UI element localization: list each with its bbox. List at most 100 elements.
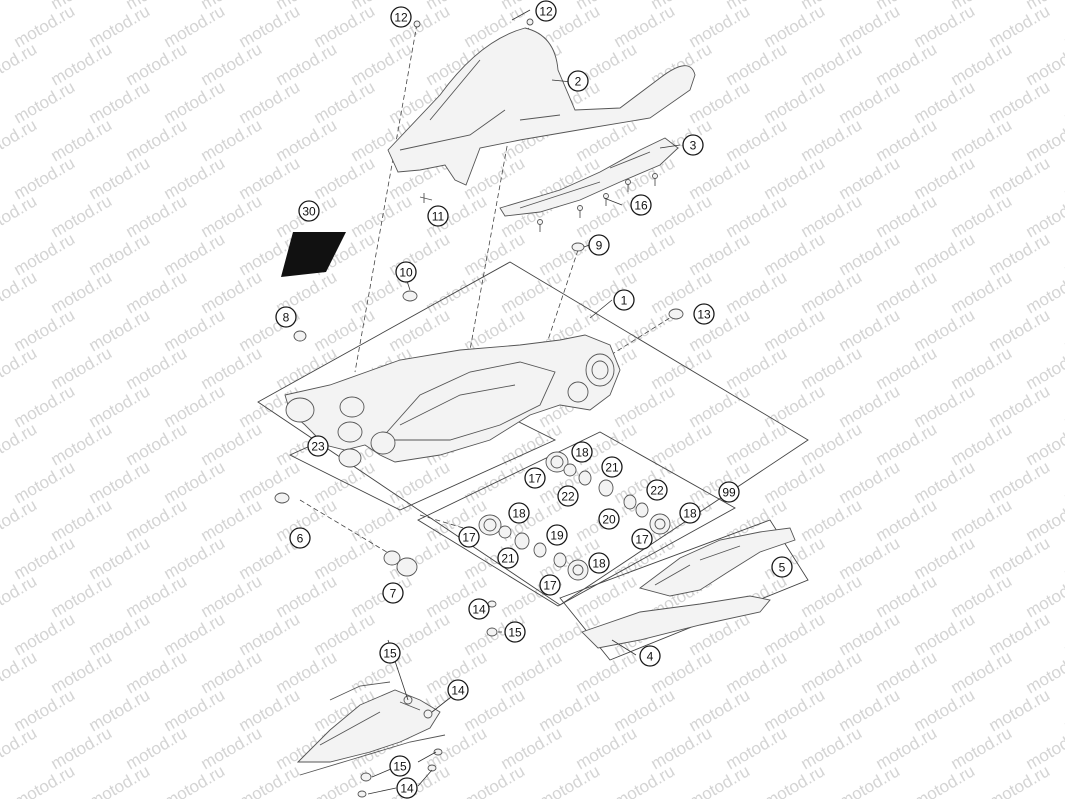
watermark-text: motod.ru bbox=[273, 39, 341, 89]
part-11-clip bbox=[419, 193, 433, 203]
watermark-text: motod.ru bbox=[873, 343, 941, 393]
watermark-text: motod.ru bbox=[1061, 305, 1065, 355]
callout-label: 22 bbox=[561, 490, 575, 504]
callout-c11: 11 bbox=[427, 205, 449, 227]
watermark-text: motod.ru bbox=[86, 761, 154, 799]
watermark-text: motod.ru bbox=[911, 305, 979, 355]
watermark-text: motod.ru bbox=[836, 153, 904, 203]
callout-c14c: 14 bbox=[396, 777, 418, 799]
watermark-text: motod.ru bbox=[198, 647, 266, 697]
watermark-text: motod.ru bbox=[86, 305, 154, 355]
callout-circle bbox=[395, 261, 417, 283]
watermark-text: motod.ru bbox=[48, 647, 116, 697]
callout-label: 1 bbox=[621, 294, 628, 308]
watermark-text: motod.ru bbox=[911, 381, 979, 431]
watermark-text: motod.ru bbox=[1061, 381, 1065, 431]
watermark-text: motod.ru bbox=[686, 229, 754, 279]
watermark-text: motod.ru bbox=[1061, 1, 1065, 51]
callout-circle bbox=[468, 598, 490, 620]
watermark-text: motod.ru bbox=[948, 419, 1016, 469]
watermark-text: motod.ru bbox=[686, 1, 754, 51]
watermark-text: motod.ru bbox=[236, 685, 304, 735]
watermark-text: motod.ru bbox=[348, 191, 416, 241]
watermark-text: motod.ru bbox=[948, 495, 1016, 545]
callout-c22b: 22 bbox=[646, 479, 668, 501]
watermark-text: motod.ru bbox=[0, 77, 3, 127]
watermark-text: motod.ru bbox=[0, 39, 40, 89]
watermark-text: motod.ru bbox=[948, 39, 1016, 89]
callout-c18b: 18 bbox=[508, 502, 530, 524]
watermark-text: motod.ru bbox=[198, 419, 266, 469]
callout-label: 22 bbox=[650, 484, 664, 498]
part-14-nut-b bbox=[423, 709, 433, 719]
watermark-text: motod.ru bbox=[11, 77, 79, 127]
callout-label: 2 bbox=[575, 75, 582, 89]
callout-label: 14 bbox=[472, 603, 486, 617]
watermark-text: motod.ru bbox=[911, 533, 979, 583]
watermark-text: motod.ru bbox=[161, 77, 229, 127]
callout-label: 99 bbox=[722, 486, 736, 500]
watermark-text: motod.ru bbox=[686, 457, 754, 507]
watermark-text: motod.ru bbox=[86, 1, 154, 51]
callout-circle bbox=[524, 467, 546, 489]
watermark-text: motod.ru bbox=[911, 685, 979, 735]
watermark-text: motod.ru bbox=[498, 723, 566, 773]
watermark-text: motod.ru bbox=[161, 1, 229, 51]
watermark-text: motod.ru bbox=[873, 419, 941, 469]
callout-c5: 5 bbox=[771, 556, 793, 578]
callout-c15b: 15 bbox=[379, 642, 401, 664]
part-1-swingarm bbox=[284, 334, 621, 463]
bearing-kit-box bbox=[417, 431, 736, 607]
watermark-text: motod.ru bbox=[11, 761, 79, 799]
callout-c15a: 15 bbox=[504, 621, 526, 643]
callout-label: 17 bbox=[543, 579, 557, 593]
watermark-text: motod.ru bbox=[648, 419, 716, 469]
callout-circle bbox=[389, 755, 411, 777]
watermark-text: motod.ru bbox=[573, 723, 641, 773]
part-14-nut-c bbox=[357, 790, 367, 798]
watermark-text: motod.ru bbox=[48, 723, 116, 773]
part-12-bolt-right bbox=[526, 18, 534, 26]
watermark-text: motod.ru bbox=[948, 267, 1016, 317]
callout-label: 6 bbox=[297, 532, 304, 546]
watermark-text: motod.ru bbox=[0, 191, 40, 241]
watermark-text: motod.ru bbox=[798, 495, 866, 545]
callout-label: 15 bbox=[383, 647, 397, 661]
callout-circle bbox=[571, 441, 593, 463]
callout-circle bbox=[275, 306, 297, 328]
callout-circle bbox=[771, 556, 793, 578]
watermark-text: motod.ru bbox=[198, 343, 266, 393]
watermark-text: motod.ru bbox=[761, 609, 829, 659]
watermark-text: motod.ru bbox=[611, 1, 679, 51]
callout-circle bbox=[427, 205, 449, 227]
watermark-text: motod.ru bbox=[198, 267, 266, 317]
watermark-text: motod.ru bbox=[873, 647, 941, 697]
watermark-text: motod.ru bbox=[723, 647, 791, 697]
watermark-text: motod.ru bbox=[386, 305, 454, 355]
part-8-bushing bbox=[293, 330, 307, 342]
callout-label: 19 bbox=[550, 529, 564, 543]
watermark-text: motod.ru bbox=[1061, 229, 1065, 279]
assembly-line-12-left bbox=[354, 23, 418, 373]
callout-c10: 10 bbox=[395, 261, 417, 283]
callout-label: 13 bbox=[697, 308, 711, 322]
watermark-text: motod.ru bbox=[948, 723, 1016, 773]
watermark-text: motod.ru bbox=[86, 153, 154, 203]
watermark-text: motod.ru bbox=[86, 229, 154, 279]
watermark-text: motod.ru bbox=[686, 153, 754, 203]
watermark-text: motod.ru bbox=[0, 609, 3, 659]
callout-circle bbox=[718, 481, 740, 503]
callout-circle bbox=[588, 552, 610, 574]
callout-circle bbox=[379, 642, 401, 664]
watermark-text: motod.ru bbox=[0, 0, 40, 13]
callout-c17b: 17 bbox=[458, 526, 480, 548]
watermark-text: motod.ru bbox=[648, 723, 716, 773]
watermark-text: motod.ru bbox=[723, 343, 791, 393]
callout-c14b: 14 bbox=[447, 679, 469, 701]
watermark-text: motod.ru bbox=[461, 229, 529, 279]
callout-label: 18 bbox=[592, 557, 606, 571]
watermark-text: motod.ru bbox=[0, 381, 3, 431]
watermark-text: motod.ru bbox=[1061, 609, 1065, 659]
callout-circle bbox=[631, 528, 653, 550]
watermark-text: motod.ru bbox=[986, 685, 1054, 735]
